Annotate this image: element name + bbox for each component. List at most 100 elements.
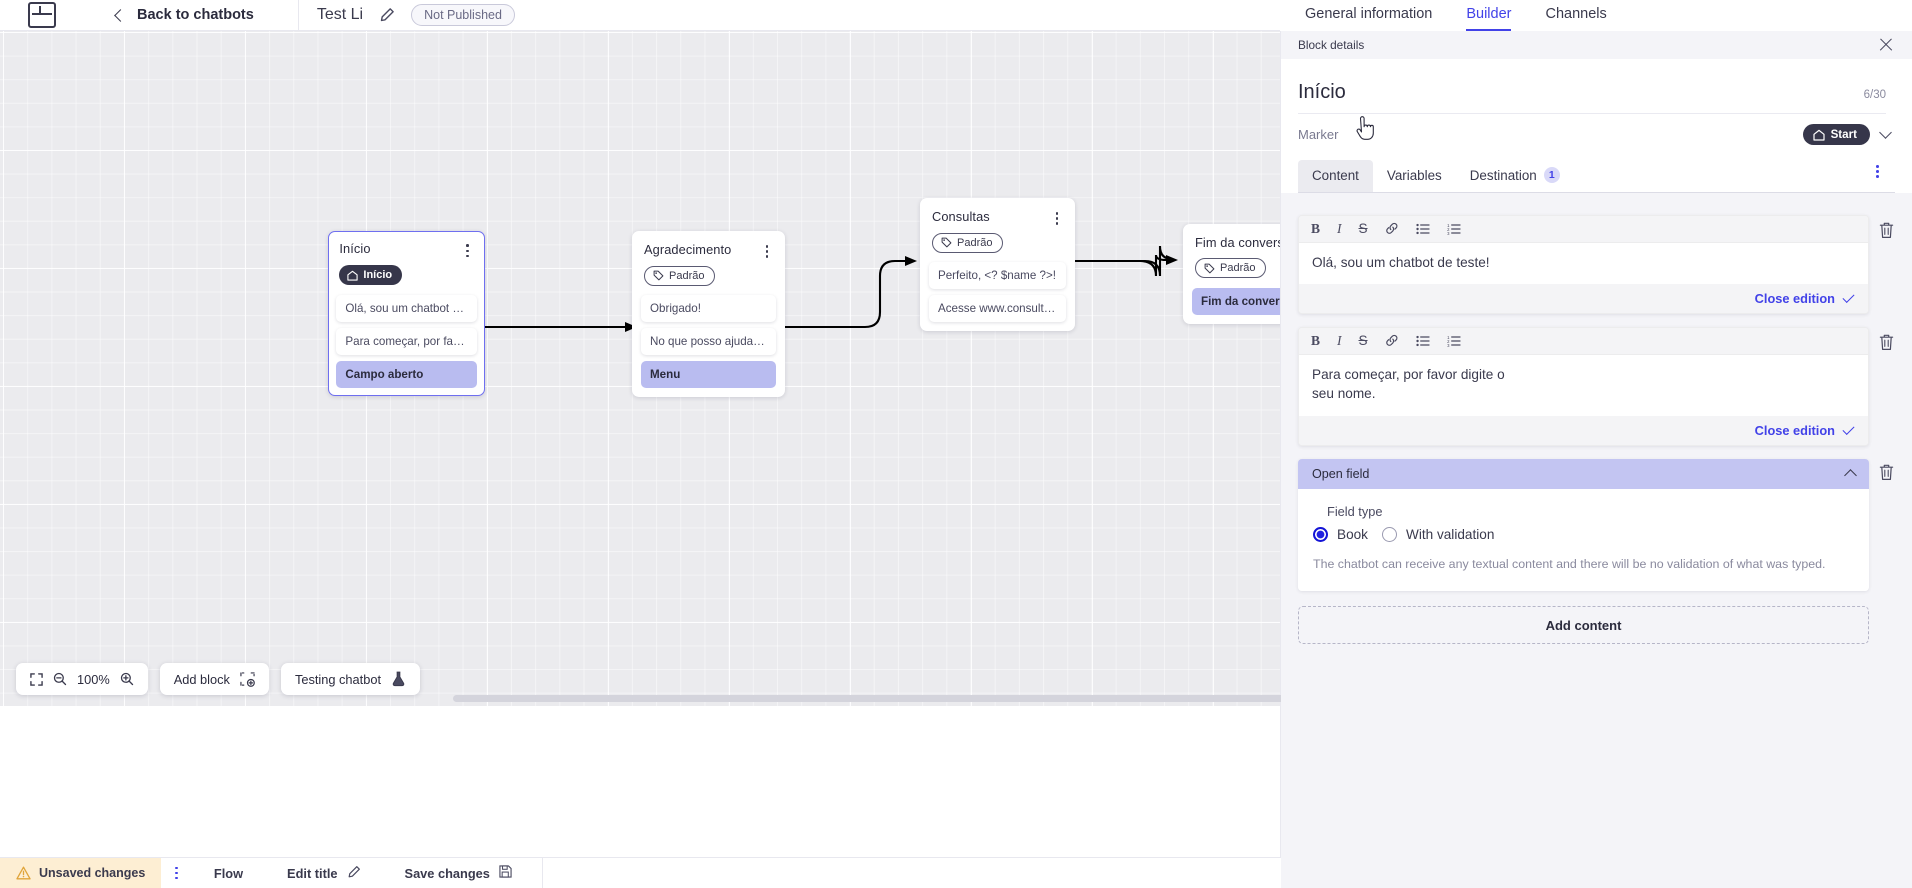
flow-canvas[interactable]: Início Início Olá, sou um chatbot de tes… bbox=[0, 31, 1281, 706]
chevron-up-icon[interactable] bbox=[1844, 469, 1857, 482]
node-item[interactable]: Menu bbox=[641, 361, 776, 389]
marker-row: Marker Start bbox=[1298, 124, 1892, 145]
radio-book-input[interactable] bbox=[1313, 527, 1328, 543]
editor-text-value[interactable]: Para começar, por favor digite o seu nom… bbox=[1312, 366, 1505, 402]
add-block-label: Add block bbox=[173, 671, 230, 687]
node-item[interactable]: Obrigado! bbox=[641, 295, 776, 323]
node-menu-kebab-icon[interactable] bbox=[461, 241, 475, 258]
bold-icon[interactable]: B bbox=[1311, 333, 1321, 349]
node-header: Início bbox=[336, 240, 476, 258]
tab-variables-label: Variables bbox=[1386, 167, 1442, 183]
add-content-button[interactable]: Add content bbox=[1298, 606, 1869, 645]
panel-title-bar: Block details bbox=[1281, 31, 1912, 59]
node-tag-default[interactable]: Padrão bbox=[932, 232, 1004, 253]
panel-tabs-kebab-icon[interactable] bbox=[1876, 164, 1895, 187]
delete-open-field-trash-icon[interactable] bbox=[1878, 463, 1895, 481]
edit-title-button[interactable]: Edit title bbox=[265, 865, 382, 882]
tab-destination[interactable]: Destination 1 bbox=[1456, 159, 1574, 192]
save-changes-button[interactable]: Save changes bbox=[383, 865, 534, 881]
radio-option-book[interactable]: Book bbox=[1313, 527, 1368, 543]
close-icon[interactable] bbox=[1878, 37, 1894, 53]
chatbot-logo-icon[interactable] bbox=[28, 2, 56, 28]
italic-icon[interactable]: I bbox=[1337, 333, 1342, 349]
flow-button[interactable]: Flow bbox=[192, 866, 265, 881]
editor-text-value[interactable]: Olá, sou um chatbot de teste! bbox=[1312, 254, 1490, 270]
delete-content-trash-icon[interactable] bbox=[1878, 221, 1895, 239]
radio-with-validation-input[interactable] bbox=[1381, 527, 1397, 543]
node-tag-start[interactable]: Início bbox=[339, 265, 403, 286]
flow-node-fim-da-conversa[interactable]: Fim da conversa Padrão Fim da conversa bbox=[1183, 224, 1281, 324]
node-item[interactable]: Fim da conversa bbox=[1192, 287, 1281, 315]
bullet-list-icon[interactable] bbox=[1415, 223, 1430, 235]
status-kebab-menu-icon[interactable] bbox=[161, 866, 192, 880]
home-icon bbox=[347, 270, 359, 281]
node-item[interactable]: Acesse www.consultas.com par... bbox=[929, 295, 1066, 323]
zoom-controls: 100% bbox=[16, 663, 148, 695]
tab-variables[interactable]: Variables bbox=[1373, 160, 1456, 192]
canvas-horizontal-scrollbar[interactable] bbox=[453, 695, 1281, 702]
open-field-header[interactable]: Open field bbox=[1298, 459, 1869, 490]
chevron-down-icon[interactable] bbox=[1879, 126, 1892, 139]
add-block-button[interactable]: Add block bbox=[159, 663, 269, 695]
node-title: Início bbox=[339, 241, 371, 257]
scrollbar-thumb[interactable] bbox=[453, 695, 1281, 702]
marker-label: Marker bbox=[1298, 127, 1339, 142]
field-type-label: Field type bbox=[1327, 504, 1383, 520]
node-item[interactable]: Para começar, por favor digite o ... bbox=[336, 327, 477, 355]
bullet-list-icon[interactable] bbox=[1415, 335, 1430, 347]
flow-node-inicio[interactable]: Início Início Olá, sou um chatbot de tes… bbox=[328, 231, 485, 397]
radio-option-with-validation[interactable]: With validation bbox=[1381, 527, 1494, 543]
strikethrough-icon[interactable]: S bbox=[1358, 333, 1368, 349]
node-item[interactable]: Olá, sou um chatbot de teste! bbox=[336, 294, 477, 322]
node-menu-kebab-icon[interactable] bbox=[1050, 209, 1064, 225]
fit-to-screen-icon[interactable] bbox=[30, 672, 43, 686]
radio-book-label: Book bbox=[1337, 527, 1368, 543]
node-header: Fim da conversa bbox=[1192, 234, 1281, 250]
node-tag-default[interactable]: Padrão bbox=[1195, 258, 1267, 278]
flow-node-agradecimento[interactable]: Agradecimento Padrão Obrigado! No que po… bbox=[632, 231, 785, 398]
testing-chatbot-button[interactable]: Testing chatbot bbox=[280, 663, 421, 695]
bold-icon[interactable]: B bbox=[1311, 221, 1321, 236]
zoom-out-icon[interactable] bbox=[53, 672, 67, 686]
node-item[interactable]: Campo aberto bbox=[336, 360, 477, 388]
node-tag-row: Padrão bbox=[929, 225, 1066, 263]
unsaved-changes-label: Unsaved changes bbox=[39, 866, 146, 880]
svg-text:3: 3 bbox=[1447, 231, 1450, 235]
node-menu-kebab-icon[interactable] bbox=[760, 242, 774, 258]
strikethrough-icon[interactable]: S bbox=[1358, 221, 1368, 236]
marker-start-badge[interactable]: Start bbox=[1802, 124, 1870, 145]
editor-footer: Close edition bbox=[1299, 416, 1868, 446]
close-edition-button[interactable]: Close edition bbox=[1755, 423, 1855, 438]
link-icon[interactable] bbox=[1385, 222, 1399, 235]
floppy-disk-icon bbox=[499, 865, 512, 881]
tab-builder[interactable]: Builder bbox=[1466, 6, 1512, 31]
character-counter: 6/30 bbox=[1863, 89, 1886, 101]
edit-name-pencil-icon[interactable] bbox=[379, 7, 395, 23]
panel-tabs: Content Variables Destination 1 bbox=[1298, 159, 1895, 193]
close-edition-button[interactable]: Close edition bbox=[1755, 291, 1855, 306]
zoom-in-icon[interactable] bbox=[120, 672, 134, 686]
tab-general-information[interactable]: General information bbox=[1305, 6, 1433, 22]
tab-channels[interactable]: Channels bbox=[1545, 6, 1607, 22]
chatbot-name: Test Li bbox=[316, 6, 364, 23]
back-to-chatbots-button[interactable]: Back to chatbots bbox=[114, 7, 254, 23]
node-item[interactable]: Perfeito, <? $name ?>! bbox=[929, 262, 1066, 290]
chevron-left-icon bbox=[114, 8, 127, 22]
link-icon[interactable] bbox=[1385, 334, 1399, 347]
italic-icon[interactable]: I bbox=[1337, 221, 1342, 236]
node-tag-label: Padrão bbox=[669, 269, 705, 282]
destination-count-badge: 1 bbox=[1543, 167, 1560, 183]
delete-content-trash-icon[interactable] bbox=[1878, 333, 1895, 351]
flow-node-consultas[interactable]: Consultas Padrão Perfeito, <? $name ?>! … bbox=[920, 198, 1075, 332]
tab-content[interactable]: Content bbox=[1298, 159, 1373, 192]
node-tag-default[interactable]: Padrão bbox=[644, 265, 716, 286]
node-title: Consultas bbox=[932, 209, 990, 224]
content-block-open-field: Open field Field type Book Wi bbox=[1298, 459, 1895, 592]
node-item[interactable]: No que posso ajudar, <? $name ... bbox=[641, 328, 776, 356]
save-changes-label: Save changes bbox=[404, 865, 490, 881]
